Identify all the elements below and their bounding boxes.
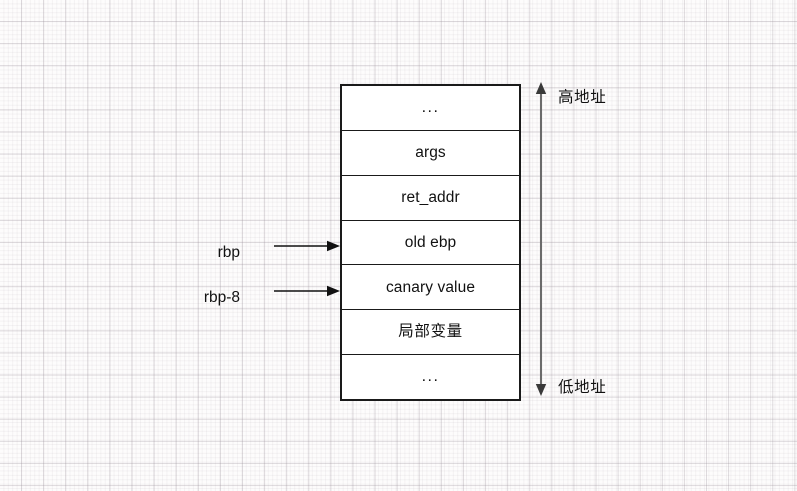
stack-row-bottom-ellipsis: ... bbox=[342, 355, 519, 400]
address-label-low: 低地址 bbox=[558, 379, 607, 396]
double-headed-vertical-arrow-icon bbox=[528, 80, 554, 398]
stack-row-old-ebp: old ebp bbox=[342, 220, 519, 266]
arrow-right-icon bbox=[274, 284, 340, 298]
stack-cell-label: ... bbox=[421, 368, 440, 386]
stack-cell-label: canary value bbox=[385, 278, 476, 296]
pointer-label-rbp: rbp bbox=[217, 244, 240, 261]
address-label-high: 高地址 bbox=[558, 89, 607, 106]
arrow-right-icon bbox=[274, 239, 340, 253]
stack-row-top-ellipsis: ... bbox=[342, 86, 519, 131]
stack-frame-table: ... args ret_addr old ebp canary value 局… bbox=[340, 84, 521, 401]
stack-row-canary-value: canary value bbox=[342, 265, 519, 311]
stack-cell-label: old ebp bbox=[404, 233, 457, 251]
stack-cell-label: args bbox=[415, 144, 446, 162]
stack-row-args: args bbox=[342, 130, 519, 176]
stack-row-ret-addr: ret_addr bbox=[342, 175, 519, 221]
stack-row-local-variables: 局部变量 bbox=[342, 310, 519, 356]
stack-cell-label: ... bbox=[421, 98, 440, 116]
pointer-label-rbp-8: rbp-8 bbox=[203, 289, 240, 306]
stack-cell-label: 局部变量 bbox=[398, 323, 463, 341]
stack-cell-label: ret_addr bbox=[401, 188, 460, 206]
